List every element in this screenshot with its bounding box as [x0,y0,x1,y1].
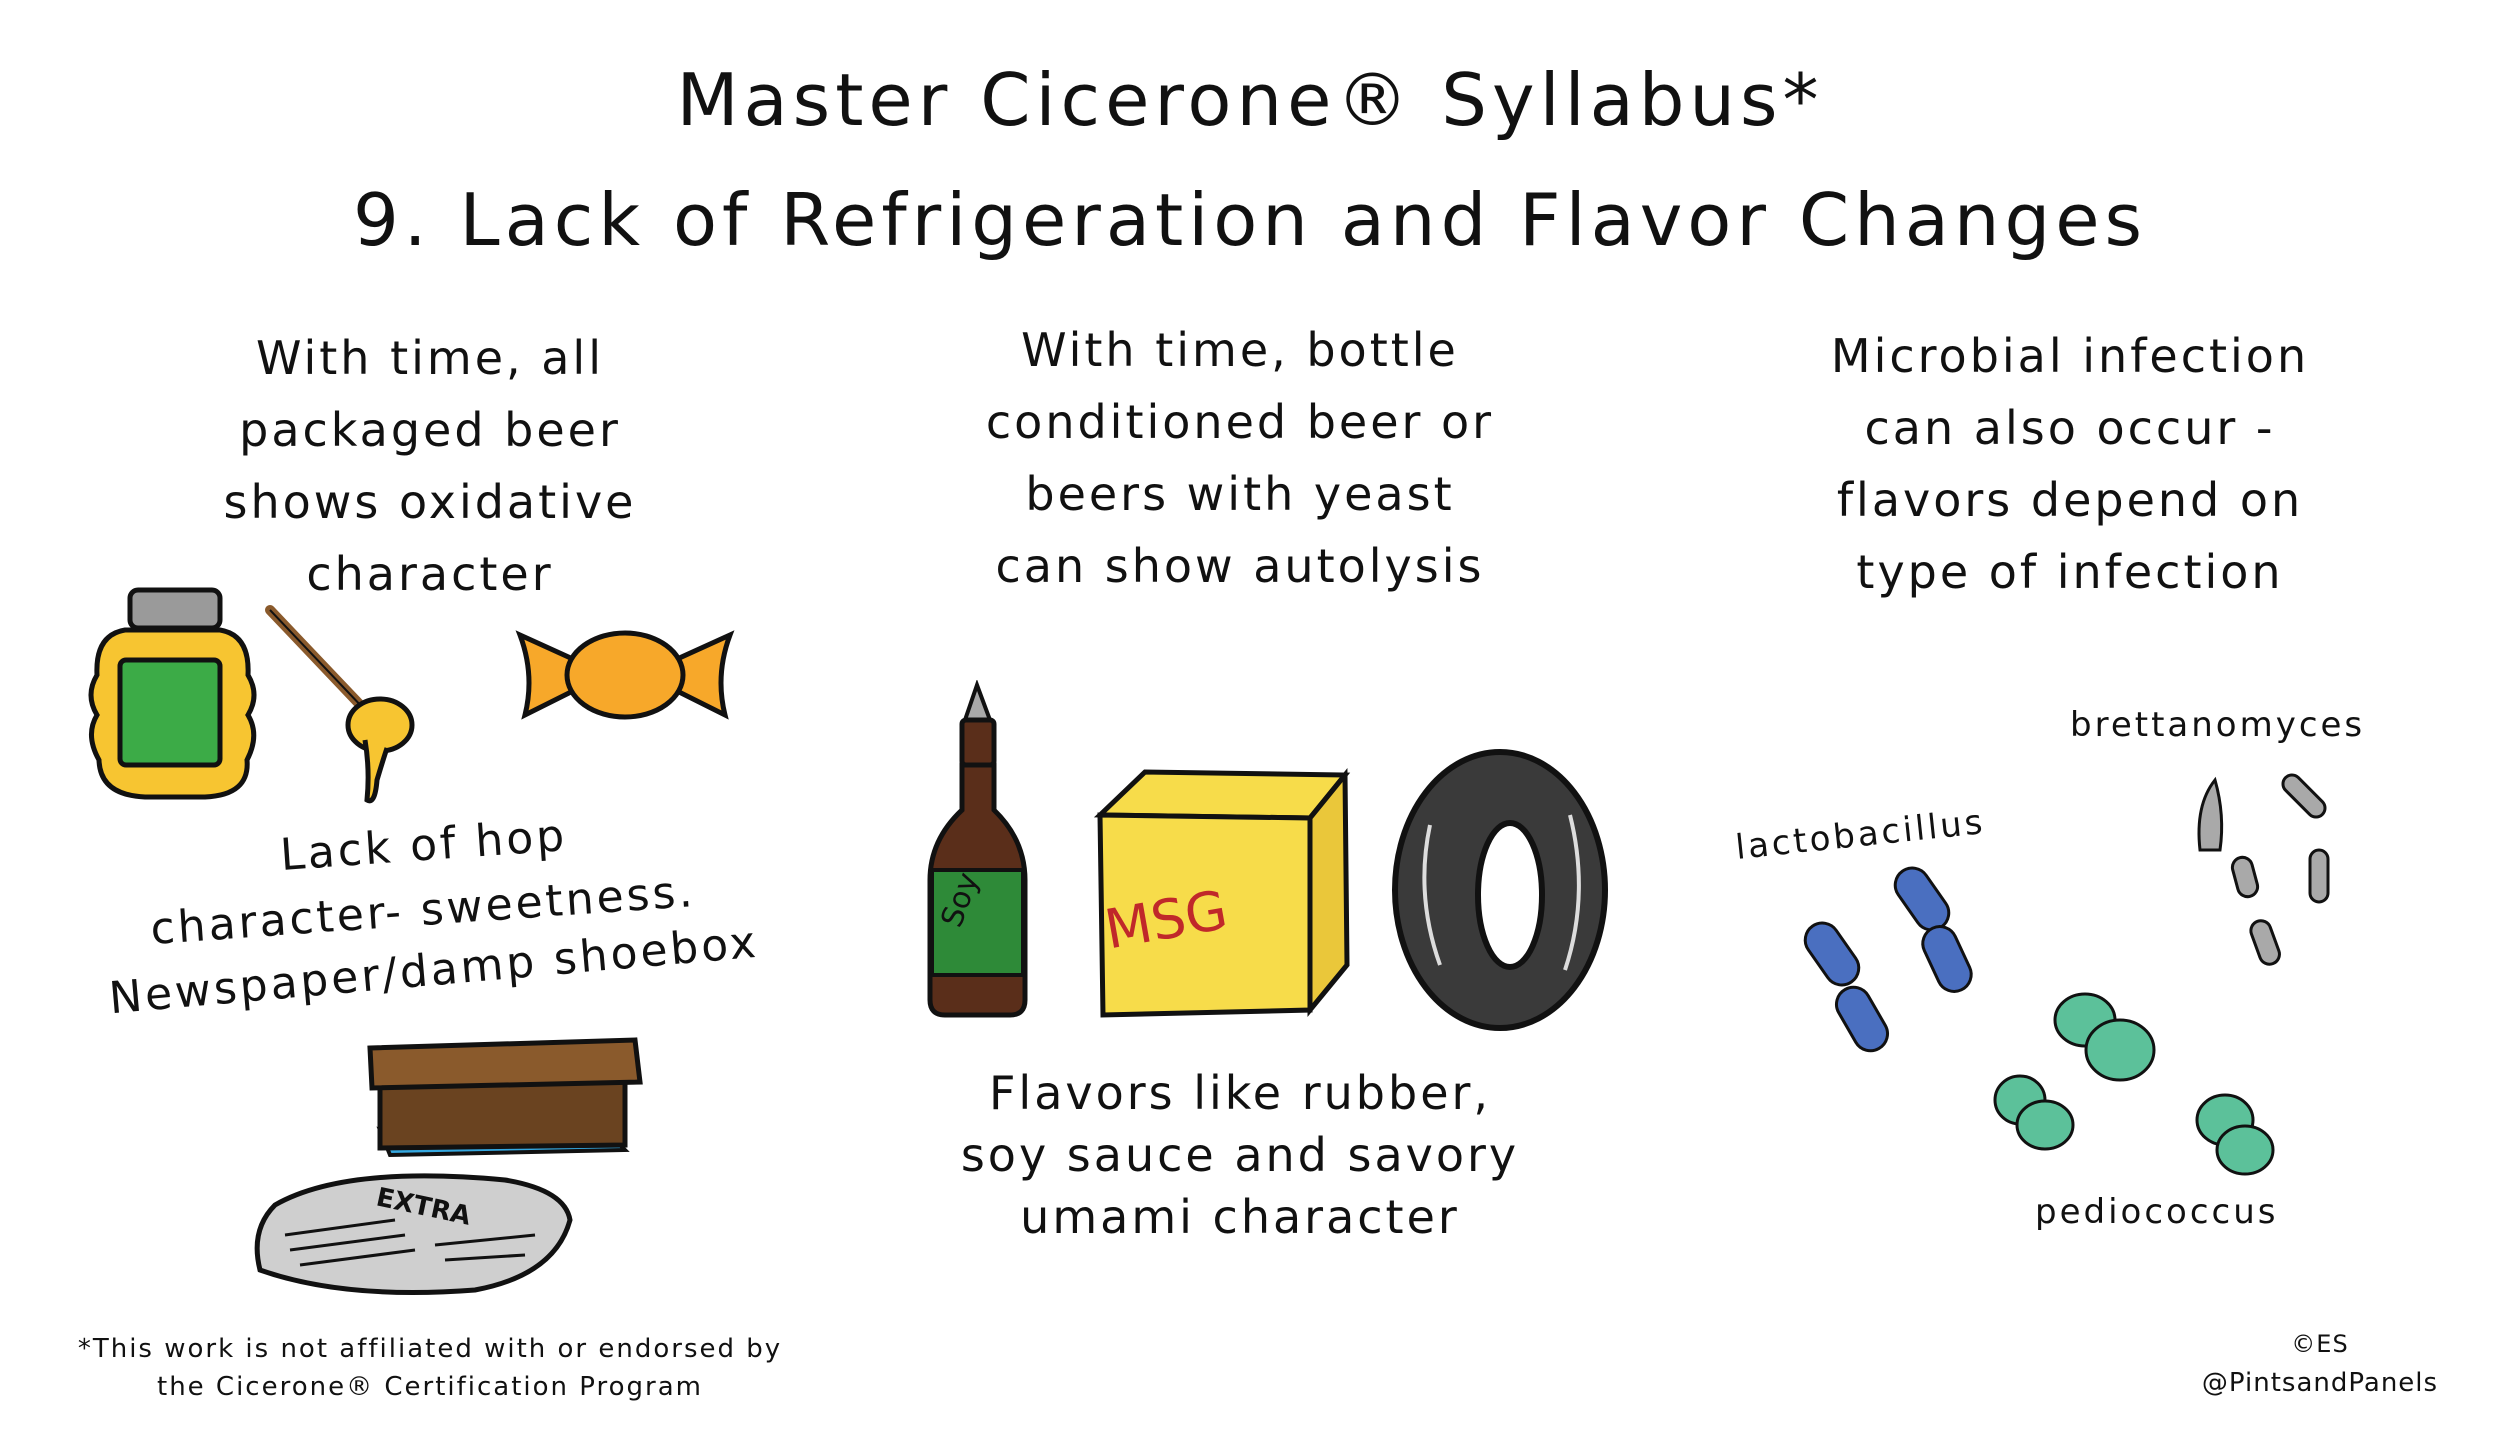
lactobacillus-label: lactobacillus [1733,802,1988,868]
infection-intro-line: type of infection [1856,545,2284,599]
honey-dipper-icon [265,605,415,804]
footnote-line: the Cicerone® Certification Program [157,1372,703,1402]
title-line-1: Master Cicerone® Syllabus* [676,58,1824,142]
soy-sauce-bottle-icon: Soy [927,680,1028,1018]
lactobacillus-icon [1803,866,1973,1053]
oxidation-intro-line: packaged beer [239,403,621,457]
candy-icon [515,630,735,720]
autolysis-note-line: Flavors like rubber, [988,1066,1492,1120]
oxidation-note-line: Lack of hop [278,810,569,881]
pediococcus-icon [1993,992,2275,1176]
oxidation-intro-line: character [306,547,554,601]
msg-box-icon: MSG [1093,768,1351,1018]
autolysis-note: Flavors like rubber, soy sauce and savor… [900,1062,1580,1248]
oxidation-intro: With time, all packaged beer shows oxida… [120,322,740,610]
oxidation-intro-line: shows oxidative [223,475,637,529]
shoebox-icon [367,1037,643,1158]
pediococcus-label: pediococcus [2035,1192,2279,1232]
autolysis-note-line: umami character [1020,1190,1460,1244]
brettanomyces-label: brettanomyces [2070,705,2366,745]
honey-jar-icon [88,587,257,800]
infection-intro-line: flavors depend on [1836,473,2304,527]
title-line-2: 9. Lack of Refrigeration and Flavor Chan… [352,178,2148,262]
tire-icon [1392,749,1608,1031]
newspaper-icon: EXTRA [254,1173,573,1295]
oxidation-intro-line: With time, all [256,331,604,385]
autolysis-intro-line: beers with yeast [1025,467,1455,521]
infection-intro: Microbial infection can also occur - fla… [1720,320,2420,608]
footnote: *This work is not affiliated with or end… [50,1330,810,1406]
autolysis-intro-line: conditioned beer or [985,395,1495,449]
autolysis-intro: With time, bottle conditioned beer or be… [900,314,1580,602]
autolysis-intro-line: can show autolysis [995,539,1485,593]
autolysis-intro-line: With time, bottle [1021,323,1459,377]
footnote-line: *This work is not affiliated with or end… [77,1334,783,1364]
infection-intro-line: Microbial infection [1830,329,2310,383]
autolysis-note-line: soy sauce and savory [960,1128,1520,1182]
copyright-mark: ©ES [2291,1330,2349,1358]
artist-handle: @PintsandPanels [2201,1368,2439,1398]
artist-credit: ©ES @PintsandPanels [2190,1330,2450,1398]
brettanomyces-icon [2197,773,2330,966]
infection-intro-line: can also occur - [1864,401,2276,455]
